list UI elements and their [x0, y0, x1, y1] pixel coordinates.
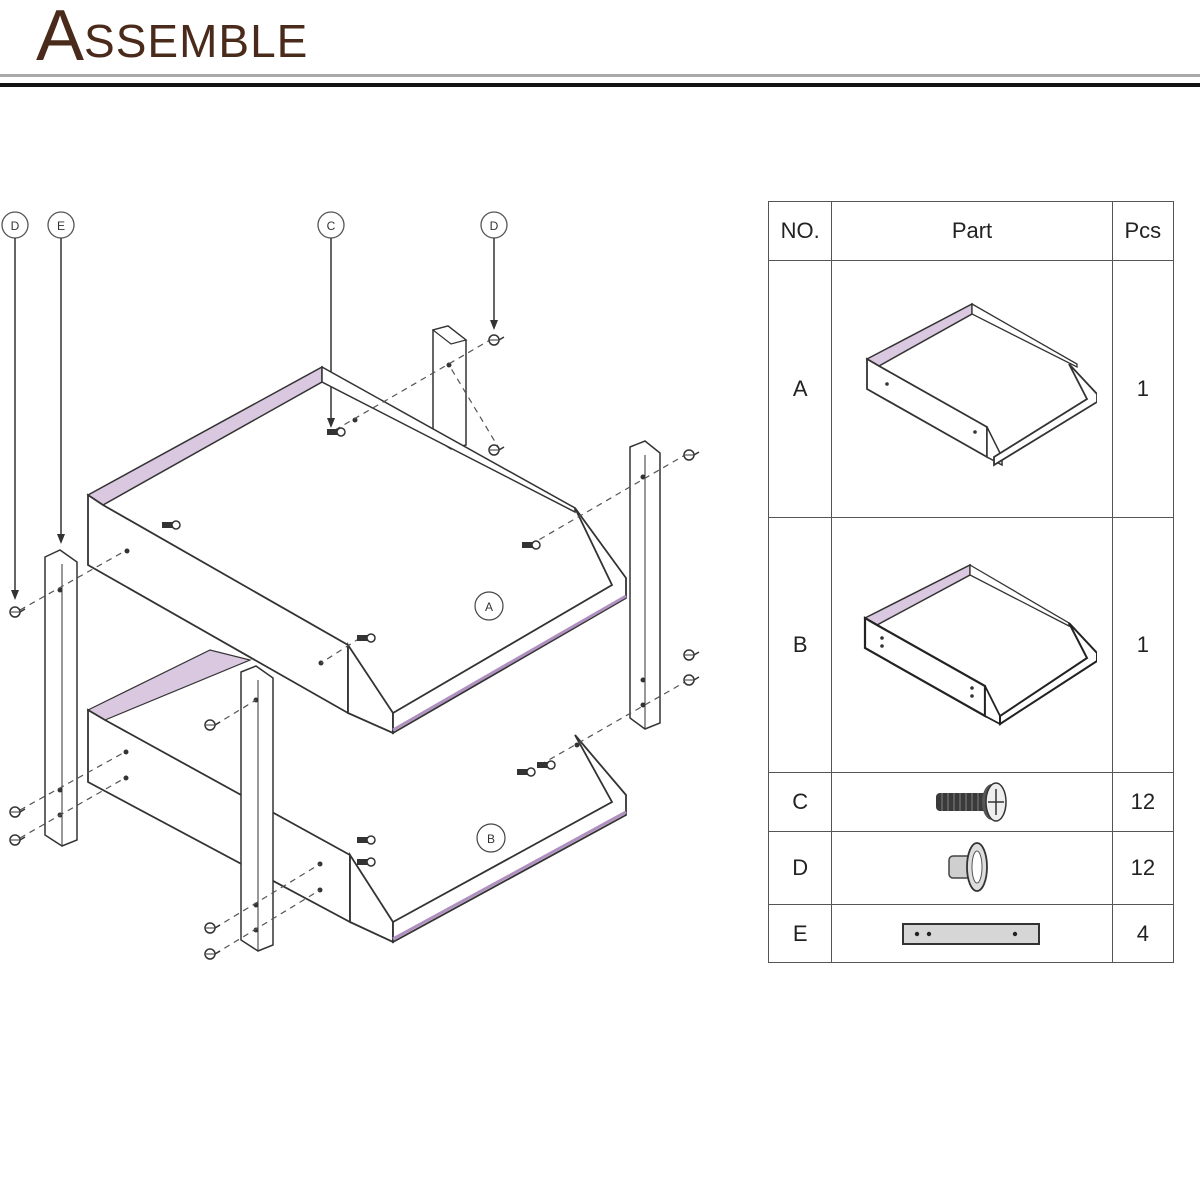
row-no: D [767, 831, 833, 905]
post-rear-top [432, 325, 467, 450]
row-no: A [767, 260, 833, 518]
row-pcs: 12 [1111, 831, 1175, 905]
svg-text:A: A [485, 600, 493, 614]
svg-text:D: D [11, 219, 20, 233]
table-row: C 12 [767, 772, 1175, 832]
row-pcs: 1 [1111, 517, 1175, 773]
svg-text:B: B [487, 832, 495, 846]
post-middle-left [240, 665, 274, 952]
row-no: B [767, 517, 833, 773]
row-no: E [767, 904, 833, 963]
tray-a-icon [831, 260, 1113, 518]
svg-text:E: E [57, 219, 65, 233]
parts-table: NO. Part Pcs A 1 B [767, 201, 1175, 963]
table-header-row: NO. Part Pcs [767, 201, 1175, 261]
header-rule-thick [0, 83, 1200, 87]
table-row: A 1 [767, 260, 1175, 518]
svg-text:C: C [327, 219, 336, 233]
title-initial: A [36, 0, 85, 76]
svg-text:D: D [490, 219, 499, 233]
row-pcs: 4 [1111, 904, 1175, 963]
callout-d-left: D [1, 211, 29, 600]
tray-b-icon [831, 517, 1113, 773]
post-front-left [44, 549, 78, 847]
table-row: E 4 [767, 904, 1175, 963]
tray-b-drawing: B [86, 649, 627, 944]
title-rest: SSEMBLE [84, 15, 309, 67]
row-pcs: 1 [1111, 260, 1175, 518]
row-no: C [767, 772, 833, 832]
header-rule-thin [0, 74, 1200, 77]
header-part: Part [831, 201, 1113, 261]
callout-c: C [317, 211, 345, 428]
callout-d-right: D [480, 211, 508, 330]
connector-bar-icon [831, 904, 1113, 963]
table-row: B 1 [767, 517, 1175, 773]
tray-a-drawing: A [86, 365, 627, 735]
callout-e: E [47, 211, 75, 544]
table-row: D 12 [767, 831, 1175, 905]
header-no: NO. [767, 201, 833, 261]
row-pcs: 12 [1111, 772, 1175, 832]
screw-icon [831, 772, 1113, 832]
header-pcs: Pcs [1111, 201, 1175, 261]
page-title: ASSEMBLE [36, 0, 309, 72]
assembly-diagram: D E C D A [1, 211, 700, 960]
barrel-nut-icon [831, 831, 1113, 905]
